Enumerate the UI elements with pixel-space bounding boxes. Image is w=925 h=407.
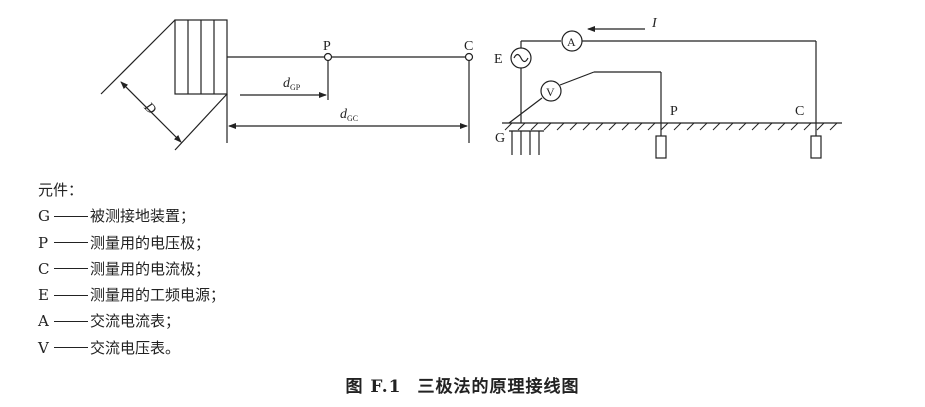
- legend-key: P: [38, 233, 49, 252]
- legend-item: A 交流电流表；: [38, 308, 225, 334]
- label-D: D: [140, 99, 158, 117]
- electrode-C: [810, 135, 822, 159]
- legend-dash: [54, 347, 88, 349]
- legend-dash: [54, 268, 88, 270]
- voltmeter-label: V: [546, 85, 555, 99]
- legend-text: 测量用的电压极；: [90, 233, 211, 252]
- grid-outline-lower: [174, 93, 228, 151]
- grid-outline-upper: [100, 19, 176, 95]
- legend-item: G 被测接地装置；: [38, 203, 225, 229]
- electrode-P: [655, 135, 667, 159]
- right-label-C: C: [795, 104, 804, 119]
- legend-dash: [54, 320, 88, 322]
- legend-item: P 测量用的电压极；: [38, 230, 225, 256]
- wire-V-to-G: [508, 97, 543, 124]
- legend-dash: [54, 215, 88, 217]
- point-P: [323, 52, 333, 62]
- legend-key: A: [38, 312, 49, 331]
- right-labels: E G P C I A V: [494, 16, 804, 146]
- ground-grid-electrodes: [509, 130, 544, 155]
- left-label-C: C: [464, 39, 473, 54]
- legend-key: C: [38, 259, 50, 278]
- legend-item: E 测量用的工频电源；: [38, 282, 225, 308]
- legend-key: G: [38, 207, 50, 226]
- legend-text: 交流电流表；: [90, 312, 181, 331]
- right-circuit-diagram: [502, 26, 842, 159]
- wire-V-to-P: [559, 71, 595, 86]
- left-labels: P C D dGP dGC: [140, 39, 473, 123]
- figure-caption: 图 F.1 三极法的原理接线图: [0, 372, 925, 397]
- ground-grid-block: [174, 19, 228, 95]
- figure-number: 图 F.1: [345, 377, 402, 397]
- left-layout-diagram: [100, 19, 474, 151]
- legend-item: C 测量用的电流极；: [38, 256, 225, 282]
- legend-text: 测量用的电流极；: [90, 259, 211, 278]
- legend-dash: [54, 294, 88, 296]
- point-C: [464, 52, 474, 62]
- label-G: G: [495, 131, 505, 146]
- legend-key: E: [38, 286, 49, 305]
- ammeter-label: A: [567, 35, 576, 49]
- legend: 元件： G 被测接地装置； P 测量用的电压极； C 测量用的电流极； E 测量用的工频…: [38, 177, 225, 361]
- legend-key: V: [38, 338, 49, 357]
- label-dGP: dGP: [283, 76, 301, 92]
- voltmeter-V: [540, 80, 562, 102]
- dimension-D-line: [120, 81, 182, 143]
- label-I: I: [651, 16, 658, 31]
- ground-hatching: [504, 122, 838, 131]
- legend-dash: [54, 242, 88, 244]
- legend-text: 交流电压表。: [90, 338, 181, 357]
- right-label-P: P: [670, 104, 678, 119]
- legend-item: V 交流电压表。: [38, 335, 225, 361]
- legend-text: 被测接地装置；: [90, 207, 196, 226]
- figure-title: 三极法的原理接线图: [417, 377, 580, 397]
- legend-text: 测量用的工频电源；: [90, 286, 226, 305]
- left-label-P: P: [323, 39, 331, 54]
- label-E: E: [494, 52, 503, 67]
- legend-title: 元件：: [38, 181, 84, 199]
- label-dGC: dGC: [340, 107, 358, 123]
- ac-wave-icon: [513, 53, 529, 63]
